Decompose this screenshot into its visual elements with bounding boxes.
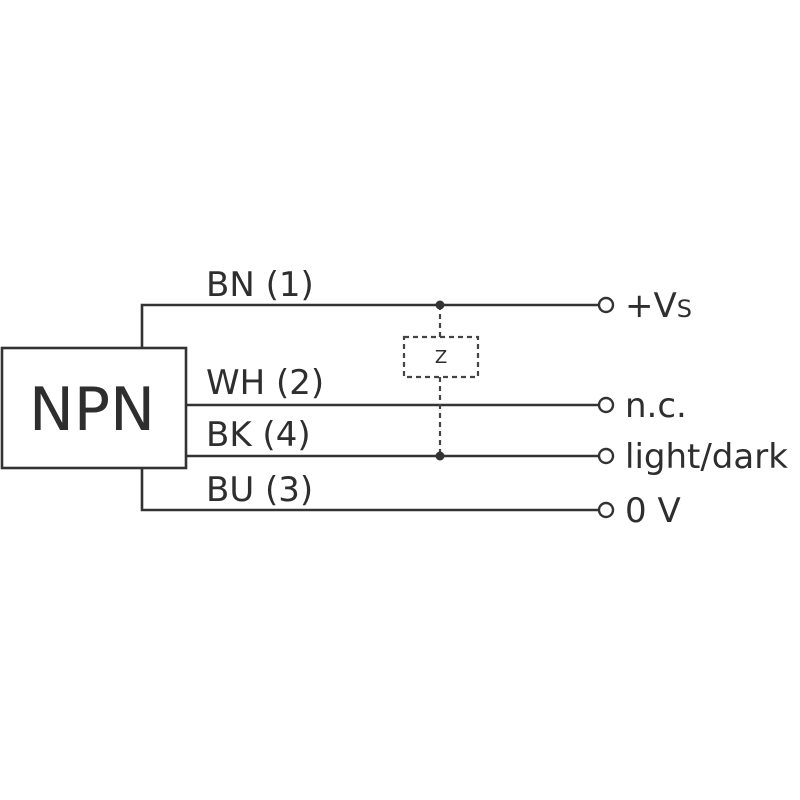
terminal-label-vs-main: +V [625, 286, 677, 326]
load-z-label: Z [435, 347, 447, 368]
wire-label-wh: WH (2) [206, 363, 324, 403]
load-z-box [402, 335, 480, 379]
wire-label-bn: BN (1) [206, 265, 314, 305]
wire-label-bk: BK (4) [206, 415, 311, 455]
junction-bk [435, 451, 445, 461]
terminal-light-dark [597, 447, 615, 465]
npn-device-label: NPN [29, 375, 155, 445]
npn-device-box [0, 346, 188, 470]
terminal-label-0v: 0 V [625, 491, 681, 531]
wire-label-bu: BU (3) [206, 470, 313, 510]
terminal-label-vs-sub: S [677, 295, 692, 323]
terminal-label-vs: +VS [625, 286, 692, 326]
terminal-0v [597, 501, 615, 519]
terminal-label-nc: n.c. [625, 386, 687, 426]
junction-bn [435, 300, 445, 310]
terminal-vs [597, 296, 615, 314]
terminal-nc [597, 396, 615, 414]
wire-bu [140, 468, 598, 512]
wire-bn [140, 303, 598, 348]
terminal-label-light-dark: light/dark [625, 437, 788, 477]
